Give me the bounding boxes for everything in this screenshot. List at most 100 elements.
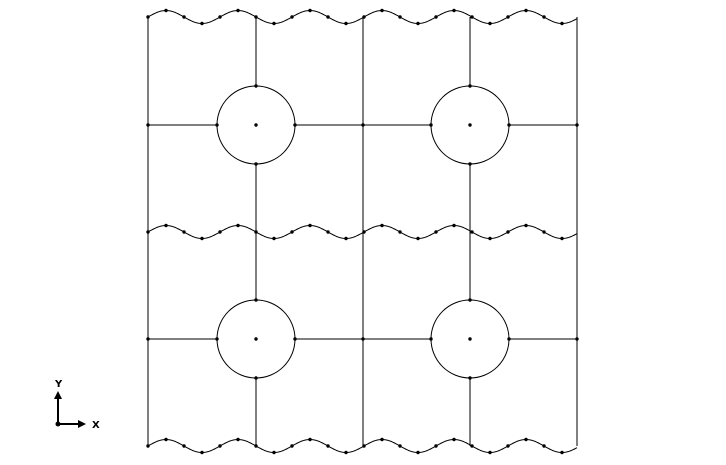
mesh-node <box>362 15 366 19</box>
mesh-node <box>272 450 276 455</box>
mesh-node <box>488 21 492 26</box>
x-axis-arrow-icon <box>78 420 86 428</box>
triad-origin <box>55 421 61 427</box>
mesh-node <box>326 444 330 448</box>
mesh-node <box>146 337 150 341</box>
mesh-node <box>164 437 168 442</box>
mesh-node <box>452 8 456 13</box>
mesh-node <box>468 376 472 380</box>
mesh-node <box>254 162 258 166</box>
mesh-node <box>362 230 366 234</box>
mesh-node <box>164 223 168 228</box>
mesh-node <box>236 8 240 13</box>
mesh-node <box>218 15 222 19</box>
mesh-node <box>344 21 348 26</box>
mesh-node <box>398 15 402 19</box>
mesh-node <box>218 444 222 448</box>
axis-triad: Y X <box>54 379 100 431</box>
y-axis-arrow-icon <box>54 391 62 399</box>
mesh-node <box>290 230 294 234</box>
mesh-node <box>215 123 219 127</box>
mesh-node <box>182 444 186 448</box>
x-axis-label: X <box>92 420 100 431</box>
mesh-node <box>560 236 564 241</box>
mesh-node <box>290 15 294 19</box>
mesh-node <box>200 236 204 241</box>
mesh-node <box>164 8 168 13</box>
mesh-node <box>434 230 438 234</box>
mesh-node <box>326 230 330 234</box>
mesh-node <box>488 236 492 241</box>
mesh-node <box>488 450 492 455</box>
mesh-node <box>542 444 546 448</box>
mesh-node <box>361 337 365 341</box>
mesh-node <box>254 84 258 88</box>
mesh-node <box>524 8 528 13</box>
mesh-node <box>344 450 348 455</box>
mesh-node <box>218 230 222 234</box>
mesh-node <box>146 444 150 448</box>
mesh-node <box>254 337 258 341</box>
mesh-node <box>254 298 258 302</box>
mesh-node <box>416 450 420 455</box>
mesh-node <box>416 21 420 26</box>
mesh-node <box>308 223 312 228</box>
mesh-node <box>507 123 511 127</box>
mesh-node <box>254 123 258 127</box>
mesh-node <box>272 236 276 241</box>
mesh-node <box>468 123 472 127</box>
mesh-node <box>470 15 474 19</box>
mesh-node <box>468 337 472 341</box>
mesh-node <box>506 15 510 19</box>
mesh-node <box>254 444 258 448</box>
mesh-node <box>293 123 297 127</box>
mesh-node <box>468 84 472 88</box>
mesh-node <box>560 21 564 26</box>
mesh-node <box>470 230 474 234</box>
y-axis-label: Y <box>54 379 63 390</box>
mesh-node <box>575 337 579 341</box>
mesh-node <box>542 230 546 234</box>
mesh-node <box>429 337 433 341</box>
mesh-node <box>380 8 384 13</box>
mesh-nodes <box>146 8 579 455</box>
mesh-node <box>560 450 564 455</box>
mesh-node <box>398 230 402 234</box>
mesh-node <box>326 15 330 19</box>
mesh-node <box>308 437 312 442</box>
mesh-node <box>200 450 204 455</box>
mesh-node <box>468 298 472 302</box>
mesh-node <box>236 223 240 228</box>
mesh-node <box>200 21 204 26</box>
mesh-node <box>416 236 420 241</box>
mesh-node <box>290 444 294 448</box>
mesh-node <box>380 223 384 228</box>
mesh-node <box>146 15 150 19</box>
mesh-node <box>146 230 150 234</box>
mesh-node <box>470 444 474 448</box>
mesh-node <box>272 21 276 26</box>
mesh-node <box>215 337 219 341</box>
mesh-node <box>361 123 365 127</box>
mesh-node <box>308 8 312 13</box>
mesh-node <box>362 444 366 448</box>
mesh-node <box>254 376 258 380</box>
mesh-node <box>452 223 456 228</box>
mesh-node <box>344 236 348 241</box>
mesh-node <box>434 444 438 448</box>
mesh-node <box>429 123 433 127</box>
mesh-node <box>468 162 472 166</box>
mesh-node <box>524 223 528 228</box>
mesh-node <box>507 337 511 341</box>
mesh-node <box>434 15 438 19</box>
mesh-node <box>524 437 528 442</box>
mesh-node <box>254 230 258 234</box>
mesh-node <box>254 15 258 19</box>
mesh-node <box>182 15 186 19</box>
mesh-node <box>506 230 510 234</box>
mesh-node <box>575 123 579 127</box>
mesh-node <box>452 437 456 442</box>
mesh-node <box>380 437 384 442</box>
